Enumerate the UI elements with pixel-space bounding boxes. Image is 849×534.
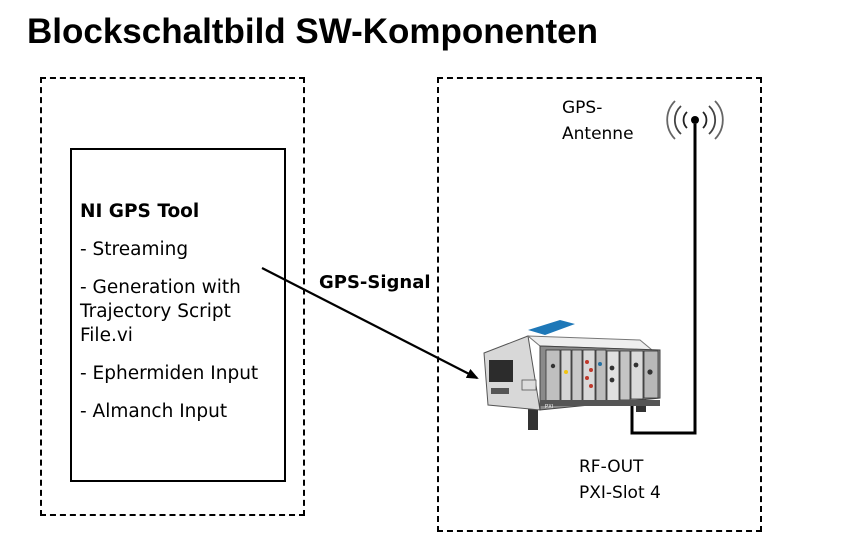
pxi-brand-text: PXI bbox=[545, 404, 553, 410]
pxi-chassis-image: PXI bbox=[483, 320, 661, 430]
gps-tool-heading: NI GPS Tool bbox=[80, 201, 200, 222]
gps-tool-text: NI GPS Tool - Streaming - Generation wit… bbox=[80, 200, 280, 438]
rf-out-label: RF-OUT PXI-Slot 4 bbox=[579, 454, 729, 506]
feature-item: - Generation with Trajectory Script File… bbox=[80, 277, 241, 346]
page-title: Blockschaltbild SW-Komponenten bbox=[27, 12, 598, 51]
gps-signal-label: GPS-Signal bbox=[319, 272, 431, 293]
gps-signal-arrow bbox=[261, 267, 479, 379]
pxi-slot-line: PXI-Slot 4 bbox=[579, 483, 661, 503]
antenna-label-line: GPS- bbox=[562, 98, 603, 118]
antenna-label-line: Antenne bbox=[562, 124, 634, 144]
feature-item: - Streaming bbox=[80, 239, 189, 260]
feature-item: - Ephermiden Input bbox=[80, 363, 259, 384]
rf-out-line: RF-OUT bbox=[579, 457, 644, 477]
feature-item: - Almanch Input bbox=[80, 401, 228, 422]
software-group-dashed-frame bbox=[40, 77, 305, 516]
antenna-icon bbox=[666, 100, 724, 140]
gps-tool-block bbox=[70, 148, 286, 482]
gps-tool-features: - Streaming - Generation with Trajectory… bbox=[80, 238, 280, 424]
hardware-group-dashed-frame bbox=[437, 77, 762, 532]
antenna-label: GPS- Antenne bbox=[562, 95, 652, 147]
rf-cable-line bbox=[630, 138, 697, 435]
